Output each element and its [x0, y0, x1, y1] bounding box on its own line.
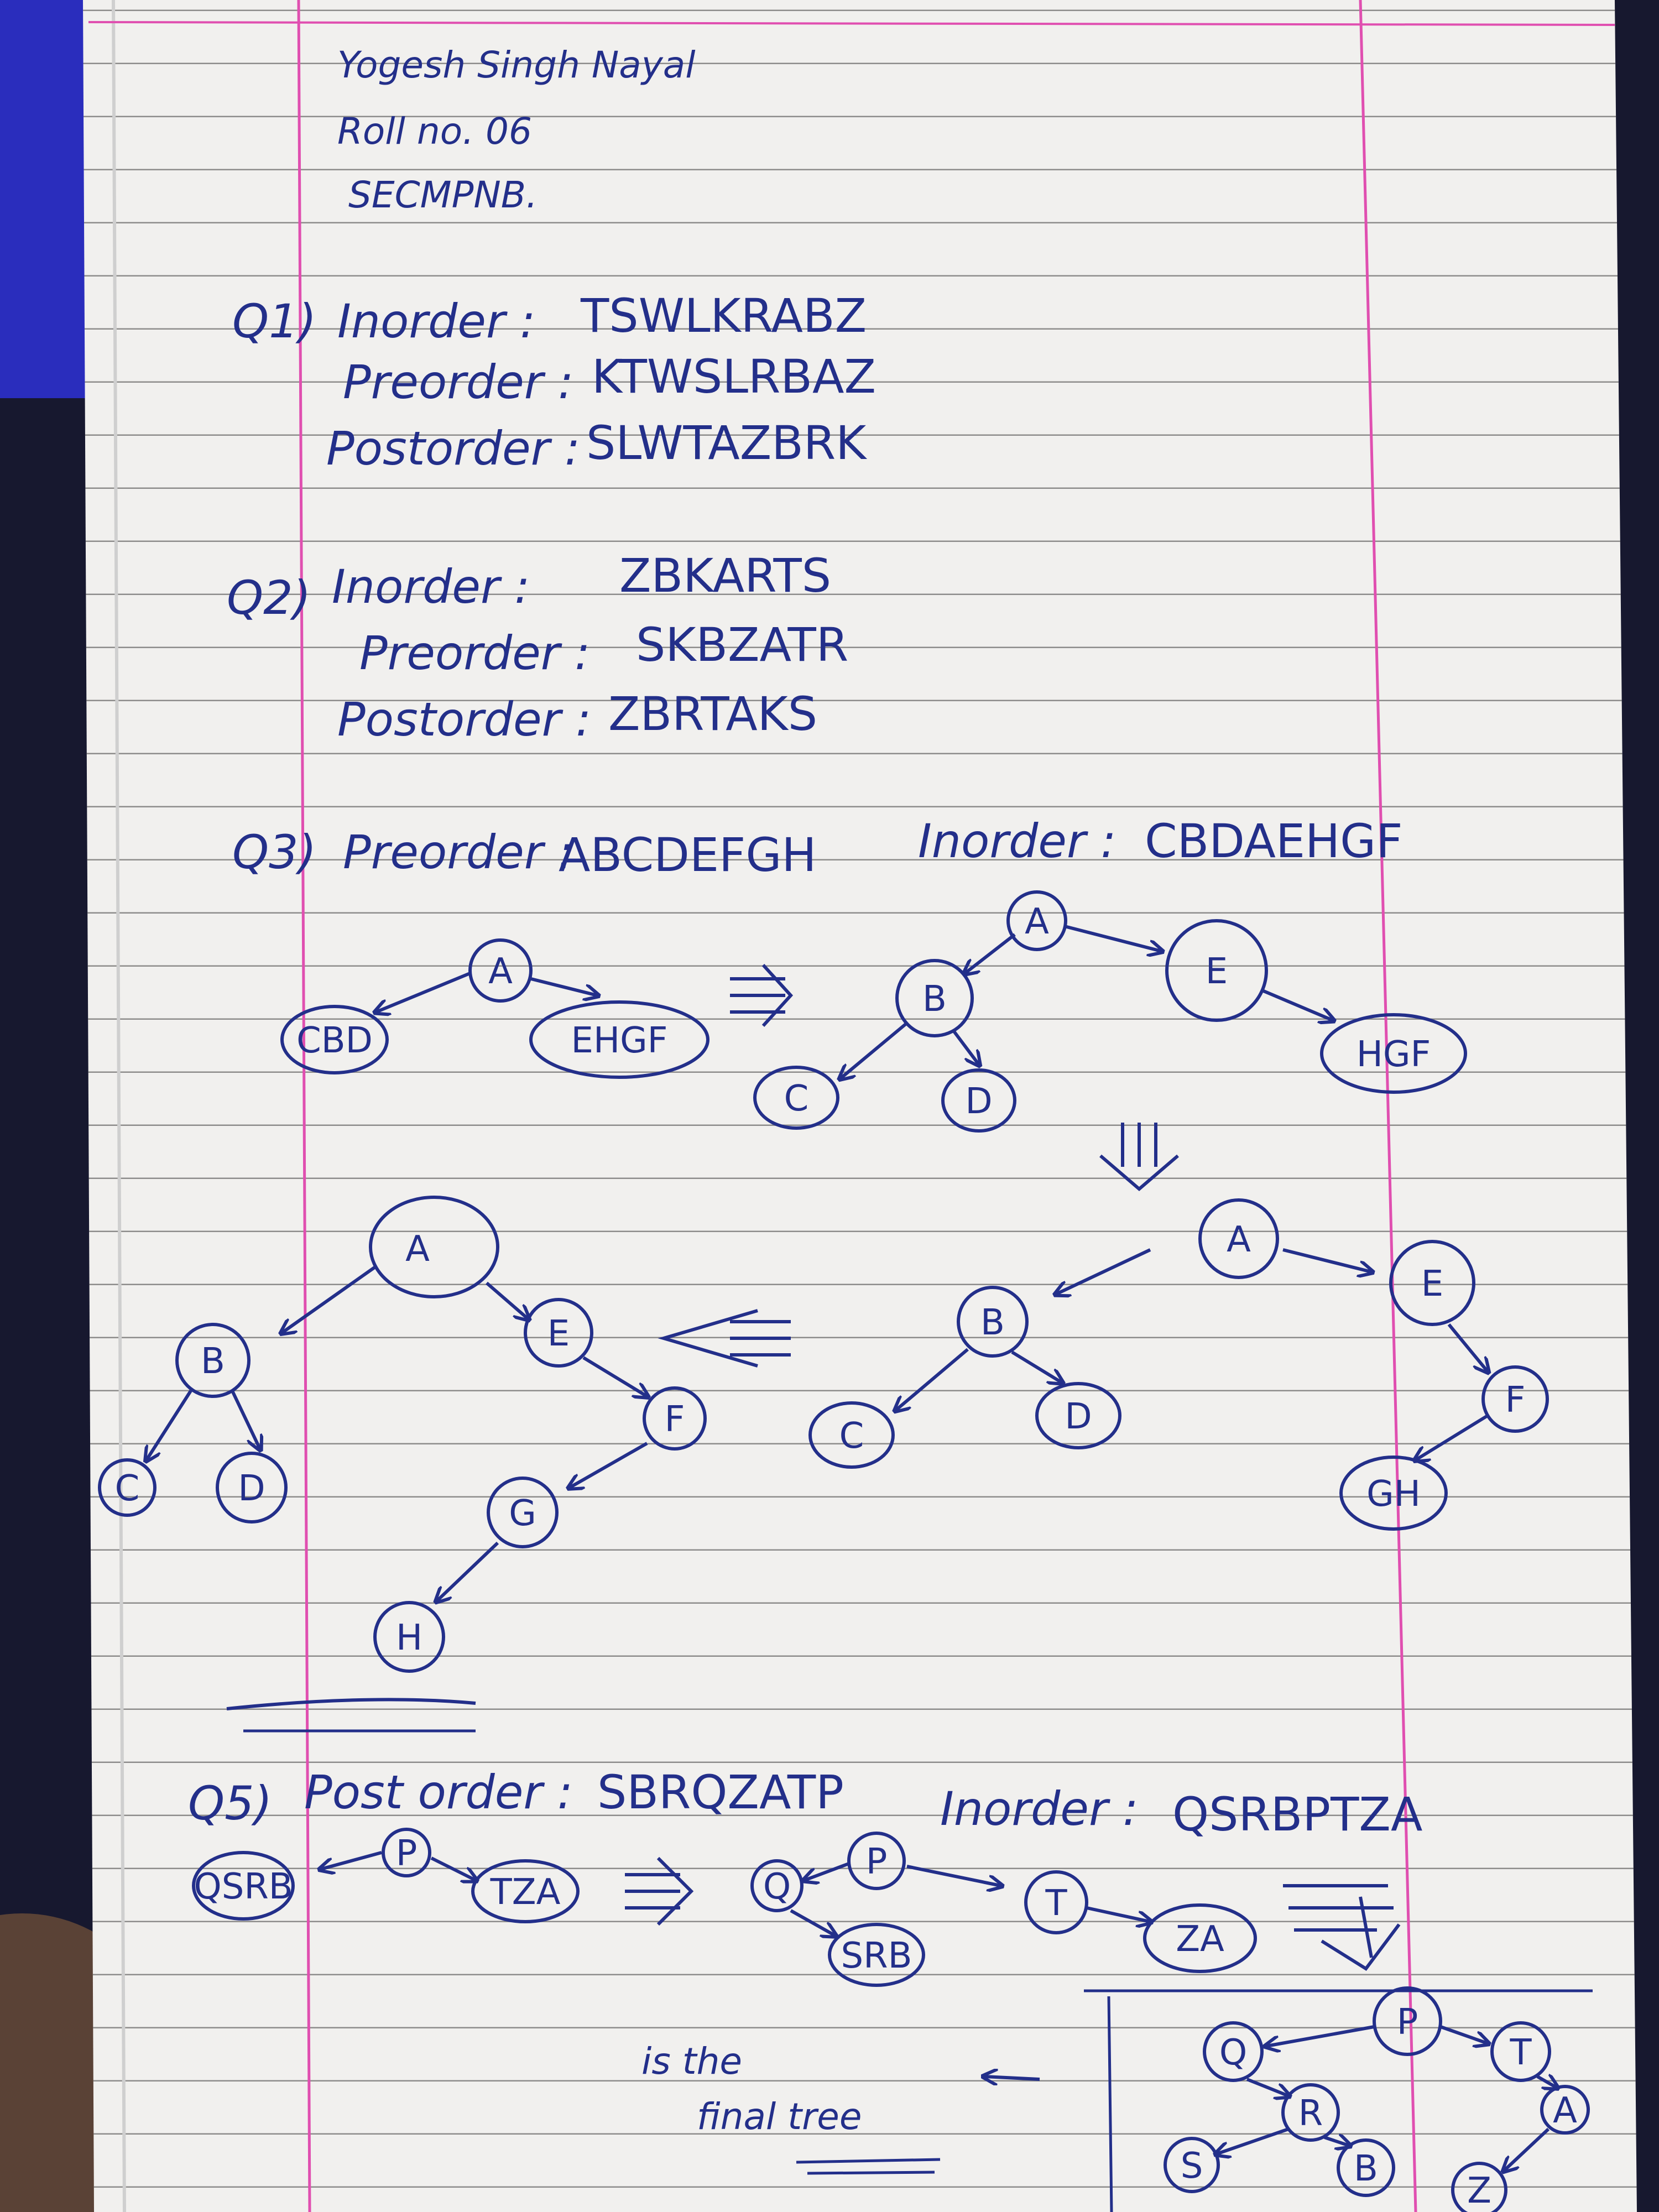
- left-margin-line: [297, 0, 311, 2212]
- node: HGF: [1357, 1034, 1431, 1075]
- node: B: [1354, 2148, 1378, 2189]
- node: A: [488, 951, 513, 992]
- question-3: Q3) Preorder : ABCDEFGH Inorder : CBDAEH…: [232, 814, 1403, 882]
- right-margin-line: [1359, 0, 1417, 2212]
- node: EHGF: [571, 1020, 668, 1061]
- node: P: [396, 1833, 418, 1874]
- node: P: [1397, 2002, 1418, 2043]
- node: R: [1298, 2093, 1323, 2134]
- question-2: Q2) Inorder : ZBKARTS Preorder : SKBZATR…: [227, 549, 848, 747]
- q5-step1-tree: QSRB P TZA: [192, 1828, 694, 1926]
- node: E: [547, 1313, 570, 1354]
- final-tree-note: is the final tree: [641, 2040, 1040, 2175]
- node: S: [1181, 2146, 1203, 2187]
- q1-postorder-value: SLWTAZBRK: [586, 416, 867, 470]
- q3-preorder-value: ABCDEFGH: [559, 828, 817, 882]
- node: C: [839, 1416, 864, 1457]
- node: A: [405, 1229, 430, 1270]
- q3-step3-tree: A B E C D F GH: [658, 1198, 1549, 1531]
- q3-inorder-label: Inorder :: [918, 814, 1116, 868]
- q2-inorder-value: ZBKARTS: [619, 549, 831, 603]
- q2-preorder-label: Preorder :: [359, 626, 590, 680]
- q5-postorder-label: Post order :: [304, 1765, 573, 1819]
- question-5: Q5) Post order : SBRQZATP Inorder : QSRB…: [188, 1765, 1422, 1841]
- node: TZA: [490, 1872, 561, 1913]
- node: Q: [1219, 2032, 1247, 2073]
- node: T: [1509, 2032, 1532, 2073]
- header-block: Yogesh Singh Nayal Roll no. 06 SECMPNB.: [337, 44, 696, 216]
- node: A: [1025, 901, 1049, 942]
- q3-inorder-value: CBDAEHGF: [1145, 814, 1403, 868]
- node: B: [922, 979, 947, 1020]
- node: Z: [1467, 2171, 1491, 2211]
- note-line-1: is the: [641, 2040, 742, 2083]
- node: SRB: [841, 1936, 912, 1976]
- q3-final-tree: A B E C D F G H: [98, 1196, 707, 1733]
- question-1: Q1) Inorder : TSWLKRABZ Preorder : KTWSL…: [232, 289, 876, 476]
- q2-postorder-label: Postorder :: [337, 692, 591, 747]
- node: A: [1553, 2090, 1577, 2131]
- section: SECMPNB.: [348, 174, 538, 216]
- node: A: [1227, 1219, 1251, 1260]
- node: C: [115, 1468, 140, 1509]
- q1-inorder-value: TSWLKRABZ: [580, 289, 867, 343]
- node: GH: [1366, 1474, 1421, 1515]
- q2-preorder-value: SKBZATR: [636, 618, 848, 672]
- q1-postorder-label: Postorder :: [326, 421, 580, 476]
- node: P: [866, 1841, 888, 1882]
- node: T: [1045, 1883, 1067, 1924]
- notebook-page: [83, 0, 1637, 2212]
- node: CBD: [296, 1020, 373, 1061]
- student-name: Yogesh Singh Nayal: [337, 44, 696, 86]
- node: E: [1206, 951, 1228, 992]
- q3-step1-tree: A CBD EHGF: [280, 938, 794, 1079]
- q2-postorder-value: ZBRTAKS: [608, 687, 817, 741]
- node: F: [665, 1399, 685, 1440]
- node: G: [509, 1493, 536, 1534]
- node: ZA: [1176, 1919, 1224, 1960]
- roll-number: Roll no. 06: [337, 110, 532, 153]
- node: QSRB: [194, 1866, 293, 1907]
- q5-number: Q5): [188, 1776, 272, 1830]
- node: D: [238, 1468, 265, 1509]
- node: D: [965, 1081, 992, 1122]
- q5-final-tree: P Q T R A S B Z: [1084, 1986, 1593, 2212]
- node: C: [784, 1078, 809, 1119]
- node: D: [1065, 1396, 1092, 1437]
- q1-number: Q1): [232, 294, 316, 348]
- q3-step2-tree: A B E C D HGF: [753, 890, 1467, 1191]
- q5-step2-tree: Q P SRB T ZA: [750, 1832, 1401, 1987]
- q3-preorder-label: Preorder :: [343, 825, 573, 879]
- node: Q: [763, 1866, 791, 1907]
- note-line-2: final tree: [697, 2095, 862, 2138]
- q5-inorder-value: QSRBPTZA: [1172, 1787, 1422, 1841]
- node: B: [980, 1302, 1005, 1343]
- q1-inorder-label: Inorder :: [337, 294, 535, 348]
- q2-inorder-label: Inorder :: [332, 560, 530, 614]
- q3-number: Q3): [232, 825, 316, 879]
- node: F: [1505, 1380, 1526, 1421]
- node: B: [201, 1341, 225, 1382]
- q1-preorder-value: KTWSLRBAZ: [592, 349, 876, 404]
- q1-preorder-label: Preorder :: [343, 355, 573, 409]
- q5-postorder-value: SBRQZATP: [597, 1765, 844, 1819]
- node: H: [396, 1618, 422, 1658]
- node: E: [1421, 1264, 1443, 1305]
- q5-inorder-label: Inorder :: [940, 1782, 1138, 1836]
- q2-number: Q2): [227, 571, 311, 625]
